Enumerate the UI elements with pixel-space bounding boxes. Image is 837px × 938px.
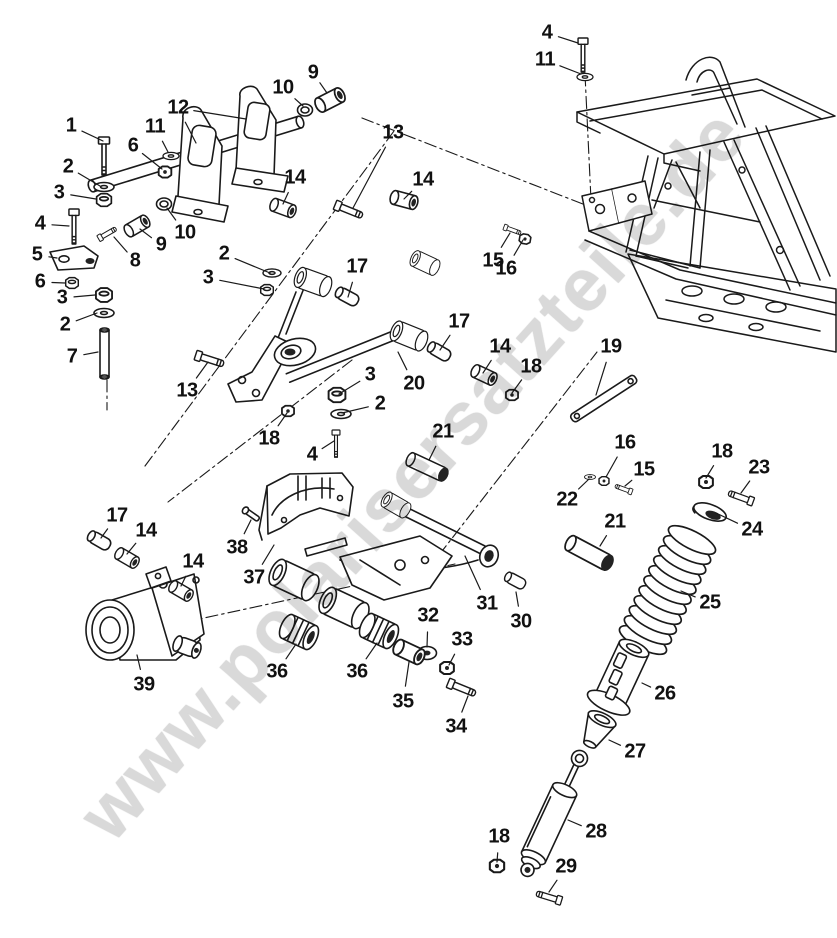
- leader-line: [100, 528, 109, 539]
- leader-line: [51, 224, 70, 227]
- shock-top-hardware: [692, 475, 756, 522]
- leader-line: [557, 36, 579, 44]
- guard-plate: [241, 472, 354, 541]
- leader-line: [219, 279, 265, 290]
- leader-line: [559, 65, 582, 75]
- leader-line: [705, 465, 715, 479]
- leader-line: [548, 879, 558, 893]
- leader-line: [73, 294, 96, 298]
- leader-line: [608, 739, 622, 746]
- leader-line: [70, 194, 97, 200]
- frame-mount-bolts: [576, 37, 594, 82]
- coil-spring: [618, 524, 717, 656]
- leader-line: [515, 591, 520, 607]
- leader-line: [404, 661, 410, 687]
- leader-line: [81, 130, 104, 142]
- hardware-left: [49, 85, 349, 380]
- leader-line: [195, 361, 209, 379]
- leader-line: [166, 207, 177, 221]
- leader-line: [715, 512, 739, 524]
- leader-line: [352, 146, 387, 209]
- leader-line: [83, 351, 99, 356]
- spring-retainer-sleeve: [586, 638, 650, 716]
- leader-lines: [48, 36, 751, 893]
- small-fasteners: [502, 223, 634, 496]
- leader-line: [426, 631, 429, 648]
- leader-line: [577, 478, 590, 490]
- leader-line: [136, 654, 141, 671]
- leader-line: [365, 642, 378, 660]
- leader-line: [341, 406, 369, 414]
- leader-line: [599, 534, 608, 547]
- upper-a-arm: [193, 188, 443, 458]
- leader-line: [141, 152, 163, 170]
- leader-line: [184, 121, 197, 144]
- leader-line: [567, 819, 582, 827]
- leader-line: [595, 361, 607, 396]
- leader-line: [321, 440, 335, 450]
- leader-line: [75, 312, 98, 322]
- leader-line: [294, 98, 304, 107]
- leader-line: [261, 544, 275, 565]
- frame-drawing: [576, 56, 837, 353]
- leader-line: [139, 228, 153, 239]
- bearing-carrier: [84, 528, 205, 661]
- leader-line: [511, 379, 523, 394]
- leader-line: [193, 109, 247, 120]
- leader-line: [740, 480, 751, 494]
- leader-line: [496, 852, 499, 863]
- leader-line: [161, 140, 169, 153]
- leader-line: [397, 351, 408, 371]
- leader-line: [439, 334, 451, 351]
- leader-line: [48, 256, 58, 259]
- leader-line: [113, 236, 128, 253]
- leader-line: [482, 359, 492, 374]
- leader-line: [243, 519, 252, 535]
- leader-line: [51, 281, 66, 284]
- leader-line: [234, 258, 271, 274]
- leader-line: [285, 643, 297, 660]
- leader-line: [500, 232, 511, 248]
- pivot-tube-assembly: [87, 85, 305, 223]
- bump-stop-cone: [582, 709, 617, 749]
- leader-line: [641, 682, 652, 688]
- leader-line: [605, 456, 618, 478]
- leader-line: [282, 191, 289, 205]
- leader-line: [428, 445, 437, 461]
- leader-line: [319, 82, 328, 94]
- leader-line: [403, 190, 413, 200]
- leader-line: [448, 653, 456, 666]
- shock-absorber: [520, 749, 589, 878]
- leader-line: [338, 380, 361, 395]
- lower-arm: [264, 489, 500, 633]
- pins-spacers: [405, 339, 614, 700]
- leader-line: [126, 542, 137, 555]
- leader-line: [77, 172, 101, 187]
- leader-line: [464, 555, 481, 591]
- leader-line: [277, 412, 288, 427]
- leader-line: [513, 239, 524, 256]
- construction-lines: [106, 73, 598, 628]
- leader-line: [347, 281, 353, 298]
- leader-line: [624, 479, 633, 487]
- stabilizer-bar: [569, 374, 638, 423]
- leader-line: [461, 695, 469, 713]
- leader-line: [180, 575, 187, 587]
- leader-line: [680, 590, 696, 598]
